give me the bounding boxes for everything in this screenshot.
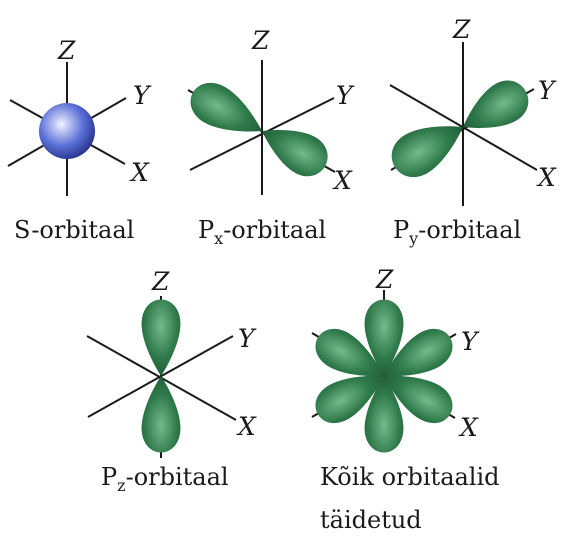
axis-label-y: Y (336, 81, 355, 110)
py-orbital-panel: Z Y X Py-orbitaal (383, 15, 557, 248)
axis-label-y: Y (238, 324, 257, 353)
s-orbital-panel: Z Y X S-orbitaal (7, 36, 152, 244)
pz-orbital-lobes (141, 299, 181, 453)
axis-label-x: X (129, 158, 150, 187)
axis-label-z: Z (57, 36, 76, 65)
px-lobe-back (182, 74, 272, 149)
pz-lobe-bottom (141, 376, 181, 453)
py-lobe-back (452, 72, 537, 146)
py-orbital-caption: Py-orbitaal (393, 216, 521, 248)
px-orbital-panel: Z Y X Px-orbitaal (182, 26, 355, 248)
s-orbital-caption: S-orbitaal (14, 216, 134, 244)
all-orbitals-caption-line2: täidetud (320, 506, 422, 534)
axis-label-z: Z (251, 26, 270, 55)
py-orbital-axes (389, 42, 538, 206)
all-orbitals-lobes (308, 299, 460, 453)
all-orbitals-caption: Kõik orbitaalid (320, 463, 500, 491)
axis-label-x: X (332, 166, 353, 195)
axis-label-z: Z (452, 15, 471, 44)
pz-orbital-caption: Pz-orbitaal (101, 463, 229, 495)
pz-orbital-panel: Z Y X Pz-orbitaal (86, 267, 257, 495)
axis-label-y: Y (538, 76, 557, 105)
py-lobe-front (383, 107, 475, 186)
axis-label-y: Y (133, 81, 152, 110)
py-orbital-lobes (383, 72, 537, 186)
axis-label-z: Z (375, 265, 394, 294)
axis-label-z: Z (151, 267, 170, 296)
axis-label-x: X (458, 413, 479, 442)
axis-label-x: X (536, 163, 557, 192)
axis-label-y: Y (461, 327, 480, 356)
s-orbital-sphere (39, 103, 95, 159)
all-orbitals-panel: Z Y X Kõik orbitaalid täidetud (308, 265, 500, 534)
pz-lobe-top (141, 299, 181, 376)
px-lobe-front (252, 113, 336, 184)
axis-label-x: X (236, 412, 257, 441)
px-orbital-caption: Px-orbitaal (198, 216, 326, 248)
px-orbital-lobes (182, 74, 336, 184)
